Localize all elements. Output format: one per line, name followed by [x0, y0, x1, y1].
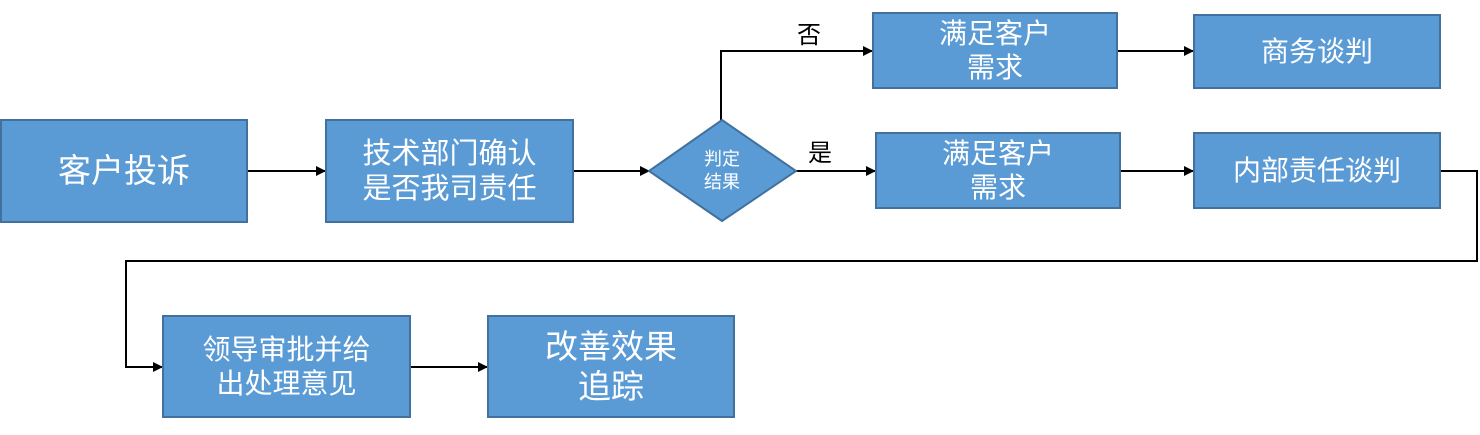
- node-internal-negotiation-label: 内部责任谈判: [1232, 153, 1401, 187]
- node-customer-complaint-label: 客户投诉: [58, 151, 190, 191]
- node-meet-needs-no-line2: 需求: [966, 50, 1023, 84]
- node-leader-review: 领导审批并给 出处理意见: [162, 315, 411, 418]
- node-business-negotiation: 商务谈判: [1193, 14, 1441, 89]
- node-tech-confirm-line2: 是否我司责任: [362, 171, 537, 205]
- node-tech-confirm-line1: 技术部门确认: [362, 136, 537, 171]
- node-meet-needs-yes-line2: 需求: [969, 170, 1026, 204]
- edge-label-yes: 是: [808, 139, 832, 167]
- node-meet-needs-no-line1: 满足客户: [938, 16, 1051, 50]
- decision-diamond: [647, 118, 798, 223]
- decision-label-line2: 结果: [704, 172, 740, 193]
- node-meet-needs-yes-line1: 满足客户: [941, 136, 1054, 170]
- node-customer-complaint: 客户投诉: [0, 119, 248, 223]
- node-meet-needs-no: 满足客户 需求: [872, 12, 1118, 89]
- node-meet-needs-yes: 满足客户 需求: [875, 132, 1121, 209]
- decision-label: 判定 结果: [672, 140, 772, 202]
- node-followup: 改善效果 追踪: [487, 315, 735, 418]
- node-tech-confirm: 技术部门确认 是否我司责任: [325, 119, 574, 223]
- arrow-internal-to-leader: [125, 170, 1478, 372]
- edge-label-no: 否: [797, 21, 821, 49]
- decision-label-line1: 判定: [704, 148, 740, 170]
- node-leader-review-line2: 出处理意见: [216, 366, 357, 400]
- node-followup-line2: 追踪: [578, 366, 644, 406]
- node-internal-negotiation: 内部责任谈判: [1193, 132, 1441, 209]
- node-followup-line1: 改善效果: [545, 326, 677, 366]
- node-leader-review-line1: 领导审批并给: [202, 332, 371, 366]
- arrow-decision-no: [720, 46, 873, 120]
- node-business-negotiation-label: 商务谈判: [1260, 34, 1373, 68]
